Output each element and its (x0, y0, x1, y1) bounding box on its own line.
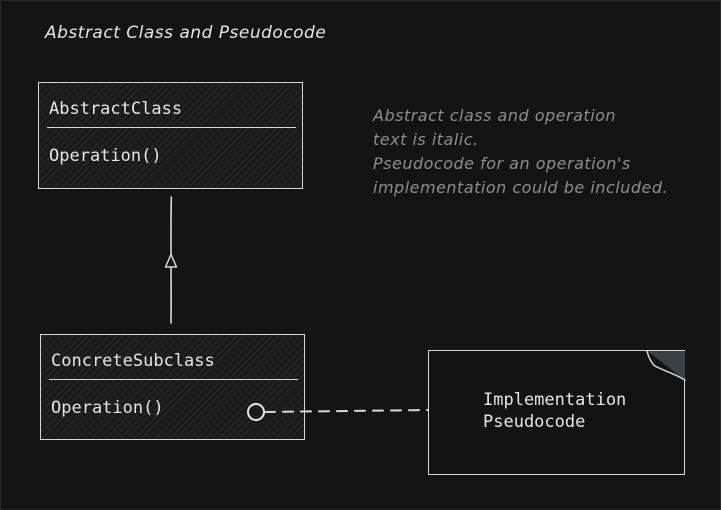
implementation-line: Pseudocode (483, 412, 586, 432)
diagram-title: Abstract Class and Pseudocode (45, 23, 327, 43)
concrete-class-operation: Operation() (51, 398, 164, 418)
annotation-line: Abstract class and operation (373, 106, 617, 125)
inheritance-arrowhead-icon (164, 253, 178, 268)
implementation-note-text: Implementation Pseudocode (483, 389, 626, 433)
abstract-class-box[interactable]: AbstractClass Operation() (38, 82, 303, 189)
abstract-class-name: AbstractClass (49, 99, 183, 119)
class-divider (49, 379, 298, 380)
implementation-note-box[interactable]: Implementation Pseudocode (428, 350, 685, 475)
concrete-class-box[interactable]: ConcreteSubclass Operation() (40, 334, 305, 440)
annotation-line: text is italic. (373, 130, 479, 149)
implementation-line: Implementation (483, 390, 627, 410)
class-divider (47, 127, 296, 128)
inheritance-connector[interactable] (164, 196, 178, 324)
abstract-class-operation: Operation() (49, 146, 162, 166)
annotation-line: implementation could be included. (373, 178, 669, 197)
folded-corner-icon (646, 350, 686, 381)
connector-origin-circle-icon (247, 403, 265, 421)
concrete-class-name: ConcreteSubclass (51, 351, 215, 371)
annotation-line: Pseudocode for an operation's (373, 154, 631, 173)
implementation-connector[interactable] (247, 403, 429, 421)
annotation-note: Abstract class and operation text is ita… (373, 104, 668, 200)
